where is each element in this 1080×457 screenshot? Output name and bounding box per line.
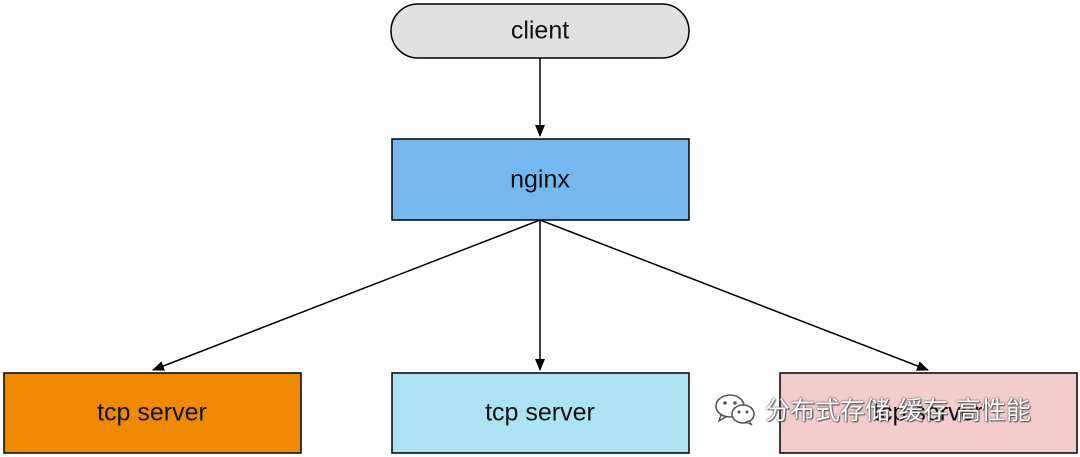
client-shape: [390, 3, 690, 59]
tcp-server-right-node: tcp server: [779, 372, 1078, 454]
tcp-server-left-label: tcp server: [97, 399, 207, 427]
nginx-label: nginx: [510, 166, 570, 194]
tcp-server-center-shape: [391, 372, 690, 454]
nginx-shape: [391, 138, 690, 221]
tcp-server-left-node: tcp server: [3, 372, 302, 454]
tcp-server-right-shape: [779, 372, 1078, 454]
nginx-node: nginx: [391, 138, 690, 221]
edge-nginx-to-server-left: [152, 219, 541, 371]
tcp-server-center-label: tcp server: [485, 399, 595, 427]
tcp-server-left-shape: [3, 372, 302, 454]
tcp-server-right-label: tcp server: [873, 399, 983, 427]
edge-nginx-to-server-right: [539, 219, 929, 371]
tcp-server-center-node: tcp server: [391, 372, 690, 454]
client-node: client: [390, 3, 690, 59]
client-label: client: [511, 17, 569, 45]
